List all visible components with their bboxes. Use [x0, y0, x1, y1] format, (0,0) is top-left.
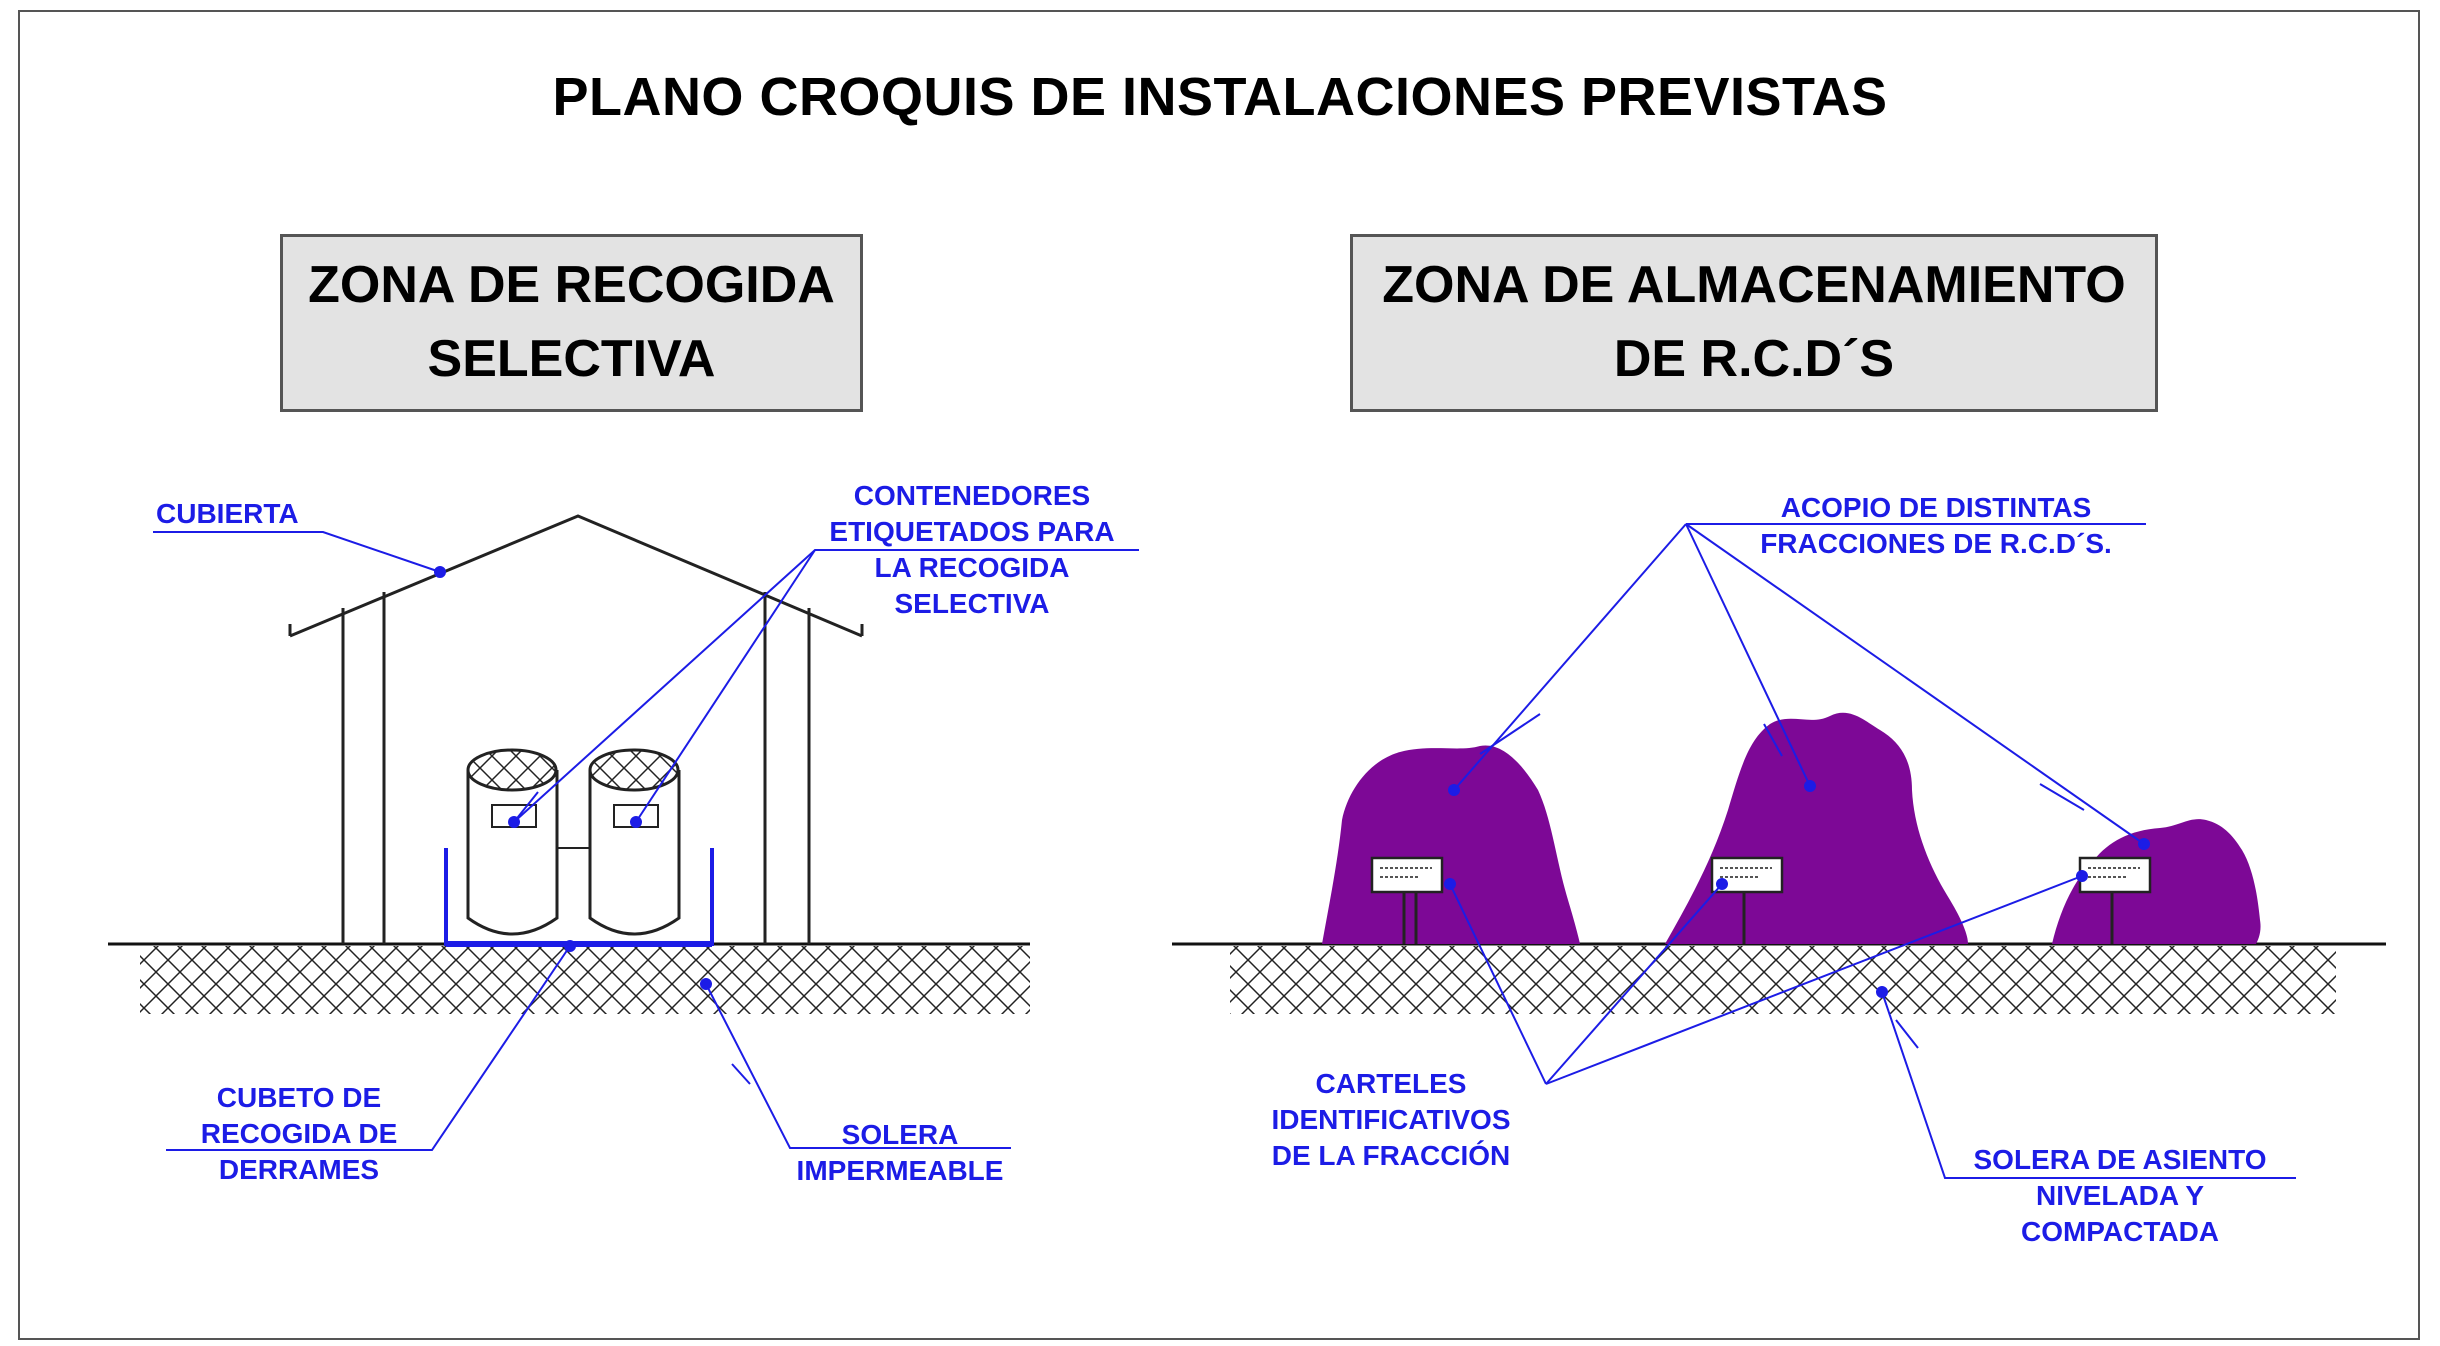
zone-title-line: SELECTIVA [427, 330, 716, 388]
spill-tray [444, 848, 714, 947]
label-solera-asiento: SOLERA DE ASIENTO NIVELADA Y COMPACTADA [1973, 1144, 2267, 1247]
container-right [588, 748, 681, 936]
label-acopio: ACOPIO DE DISTINTAS FRACCIONES DE R.C.D´… [1760, 492, 2112, 559]
zone-title-line: DE R.C.D´S [1613, 330, 1895, 388]
sign-3 [2078, 856, 2152, 944]
leader-lines-left [153, 531, 1139, 1151]
label-cubeto: CUBETO DE RECOGIDA DE DERRAMES [200, 1082, 398, 1185]
ground-left [108, 942, 1030, 1014]
shed-structure [288, 514, 864, 944]
sign-2 [1710, 856, 1784, 944]
page-title: PLANO CROQUIS DE INSTALACIONES PREVISTAS [552, 67, 1888, 127]
zone-title-line: ZONA DE ALMACENAMIENTO [1382, 256, 2126, 315]
label-carteles: CARTELES IDENTIFICATIVOS DE LA FRACCIÓN [1271, 1068, 1511, 1171]
rcd-pile-1 [1322, 745, 1580, 944]
label-solera-impermeable: SOLERA IMPERMEABLE [796, 1119, 1004, 1186]
zone-title-line: ZONA DE RECOGIDA [308, 256, 835, 315]
ground-right [1172, 942, 2386, 1014]
label-cubierta: CUBIERTA [156, 498, 299, 529]
label-contenedores: CONTENEDORES ETIQUETADOS PARA LA RECOGID… [829, 480, 1115, 619]
leader-lines-right [1444, 523, 2296, 1179]
zone-title-box-selective: ZONA DE RECOGIDA SELECTIVA [280, 234, 863, 412]
drawing-frame [18, 10, 2420, 1340]
rcd-pile-2 [1665, 712, 1968, 944]
rcd-pile-3 [2052, 819, 2261, 944]
sign-1 [1370, 856, 1444, 944]
zone-title-box-storage: ZONA DE ALMACENAMIENTO DE R.C.D´S [1350, 234, 2158, 412]
container-left [466, 748, 559, 936]
